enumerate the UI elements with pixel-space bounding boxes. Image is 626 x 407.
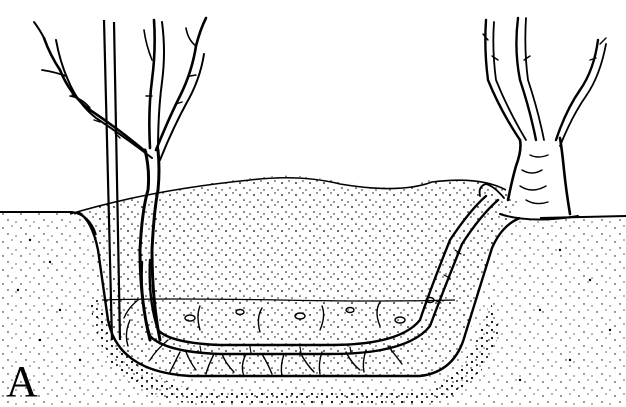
panel-label: A [6, 360, 38, 404]
